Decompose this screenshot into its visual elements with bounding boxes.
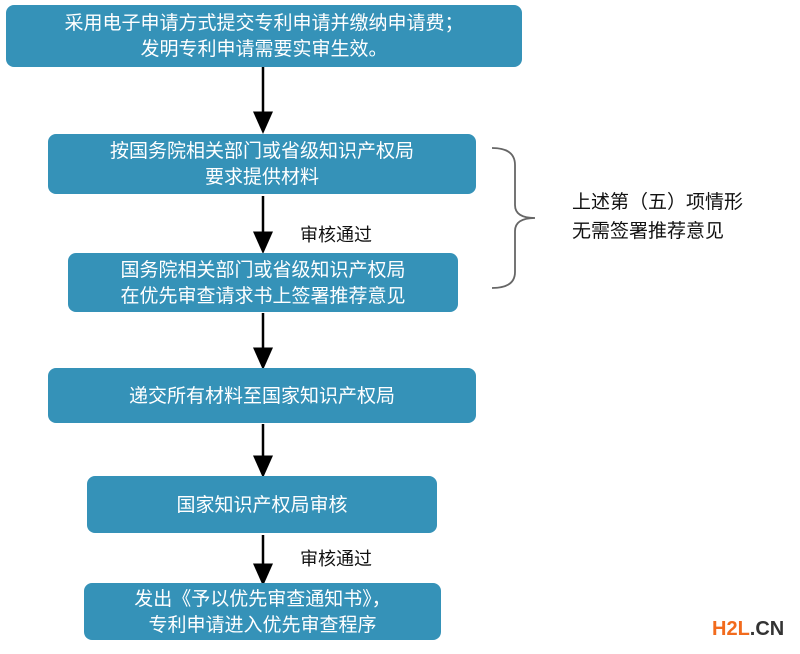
step-text: 发出《予以优先审查通知书》， <box>134 587 391 610</box>
side-note-line: 无需签署推荐意见 <box>572 220 725 242</box>
step-text: 递交所有材料至国家知识产权局 <box>128 384 395 407</box>
watermark-part1: H2L <box>712 618 750 640</box>
step-3-box: 国务院相关部门或省级知识产权局 在优先审查请求书上签署推荐意见 <box>68 253 458 312</box>
step-text: 要求提供材料 <box>204 166 319 188</box>
arrow-label: 审核通过 <box>300 549 372 570</box>
step-4-box: 递交所有材料至国家知识产权局 <box>48 368 476 423</box>
side-note-line: 上述第（五）项情形 <box>572 191 744 213</box>
step-text: 专利申请进入优先审查程序 <box>148 613 377 636</box>
step-1-box: 采用电子申请方式提交专利申请并缴纳申请费； 发明专利申请需要实审生效。 <box>6 5 522 67</box>
step-2-box: 按国务院相关部门或省级知识产权局 要求提供材料 <box>48 134 476 194</box>
step-text: 采用电子申请方式提交专利申请并缴纳申请费； <box>64 12 464 34</box>
step-text: 国务院相关部门或省级知识产权局 <box>120 258 406 281</box>
step-text: 发明专利申请需要实审生效。 <box>140 38 388 60</box>
watermark-logo: H2L.CN <box>712 618 784 641</box>
step-text: 在优先审查请求书上签署推荐意见 <box>120 284 406 307</box>
step-text: 按国务院相关部门或省级知识产权局 <box>109 140 414 162</box>
right-brace <box>491 147 536 289</box>
step-text: 国家知识产权局审核 <box>176 493 348 516</box>
step-5-box: 国家知识产权局审核 <box>87 476 437 533</box>
watermark-part2: .CN <box>749 618 785 640</box>
step-6-box: 发出《予以优先审查通知书》， 专利申请进入优先审查程序 <box>84 583 441 640</box>
arrow-label: 审核通过 <box>300 225 372 246</box>
side-note: 上述第（五）项情形 无需签署推荐意见 <box>572 188 743 246</box>
